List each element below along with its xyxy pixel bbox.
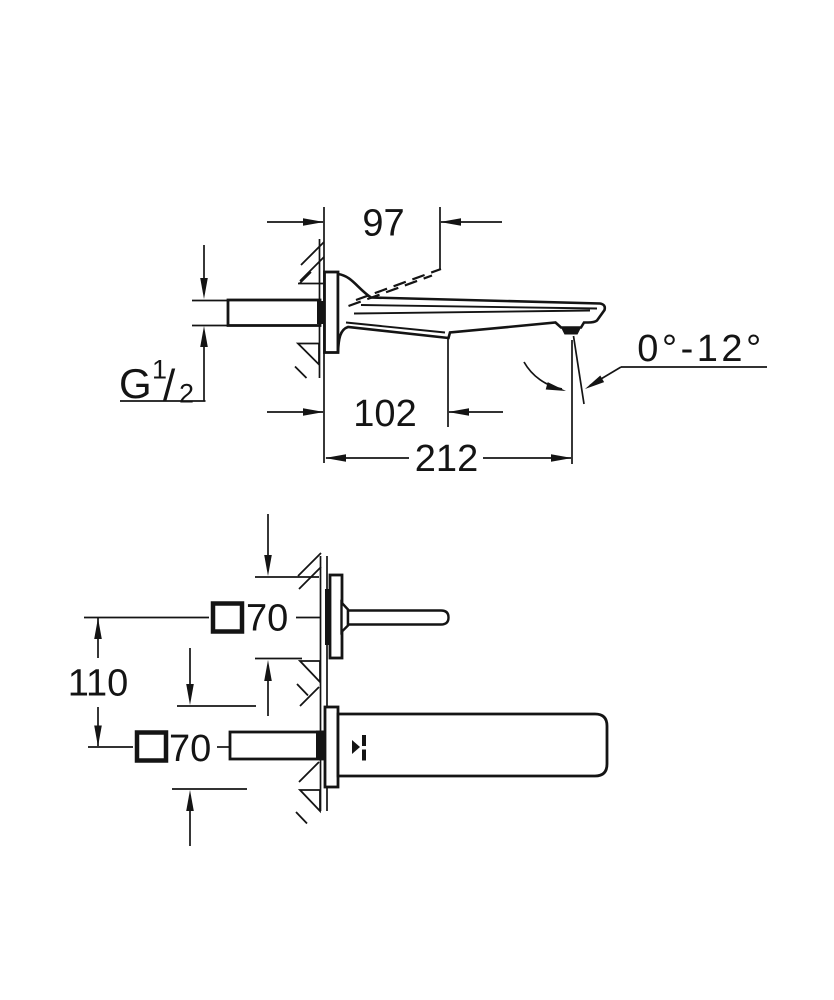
plan-view-wall-hatching xyxy=(295,552,322,825)
square-symbol-icon xyxy=(134,730,169,763)
square-symbol-icon xyxy=(210,601,245,634)
thread-denominator-label: 2 xyxy=(179,379,194,409)
handle-lever xyxy=(346,609,450,626)
flow-marker-icon xyxy=(362,749,366,761)
spout-plate-size-label: 70 xyxy=(169,728,211,770)
plan-view: 110 70 70 xyxy=(68,514,609,846)
wall-fixing-triangle xyxy=(297,660,321,685)
side-view: 97 102 212 0°-12° G 1 / 2 xyxy=(119,203,767,481)
thread-letter-label: G xyxy=(119,360,152,407)
flow-marker-icon xyxy=(362,735,366,746)
dim-110-label: 110 xyxy=(68,663,129,705)
faucet-plan-shapes xyxy=(228,573,609,789)
spout-raised-position-dashed xyxy=(355,267,442,302)
spout-escutcheon-plate xyxy=(323,705,340,789)
plan-view-labels: 110 70 70 xyxy=(68,598,289,771)
wall-fixing-triangle xyxy=(297,789,321,814)
spout-plan-outline xyxy=(336,712,609,778)
angle-range-label: 0°-12° xyxy=(637,328,764,370)
dim-102-label: 102 xyxy=(353,393,416,435)
flow-marker-icon xyxy=(352,740,360,754)
supply-pipe-side xyxy=(226,298,322,327)
pipe-wall-gasket-plan xyxy=(316,730,326,760)
escutcheon-plate-side xyxy=(323,270,340,354)
faucet-side-profile xyxy=(226,267,607,354)
aerator-outlet xyxy=(561,327,581,335)
handle-plate-size-label: 70 xyxy=(246,598,288,640)
handle-escutcheon-plate xyxy=(328,573,344,660)
spout-raised-position-dashed xyxy=(348,274,433,308)
plan-view-arrowheads xyxy=(94,555,272,811)
side-view-arrowheads xyxy=(200,218,605,462)
dim-97-label: 97 xyxy=(362,203,404,245)
handle-wall-gasket xyxy=(325,589,331,645)
side-view-labels: 97 102 212 0°-12° G 1 / 2 xyxy=(119,203,764,481)
supply-pipe-plan xyxy=(228,730,327,761)
thread-numerator-label: 1 xyxy=(152,355,167,385)
swivel-angle-arc xyxy=(523,361,563,390)
pipe-wall-gasket-side xyxy=(317,301,326,324)
side-view-wall-hatching xyxy=(294,241,325,379)
thread-slash-label: / xyxy=(163,361,176,410)
wall-fixing-triangle xyxy=(295,342,320,367)
dim-212-label: 212 xyxy=(415,438,478,480)
